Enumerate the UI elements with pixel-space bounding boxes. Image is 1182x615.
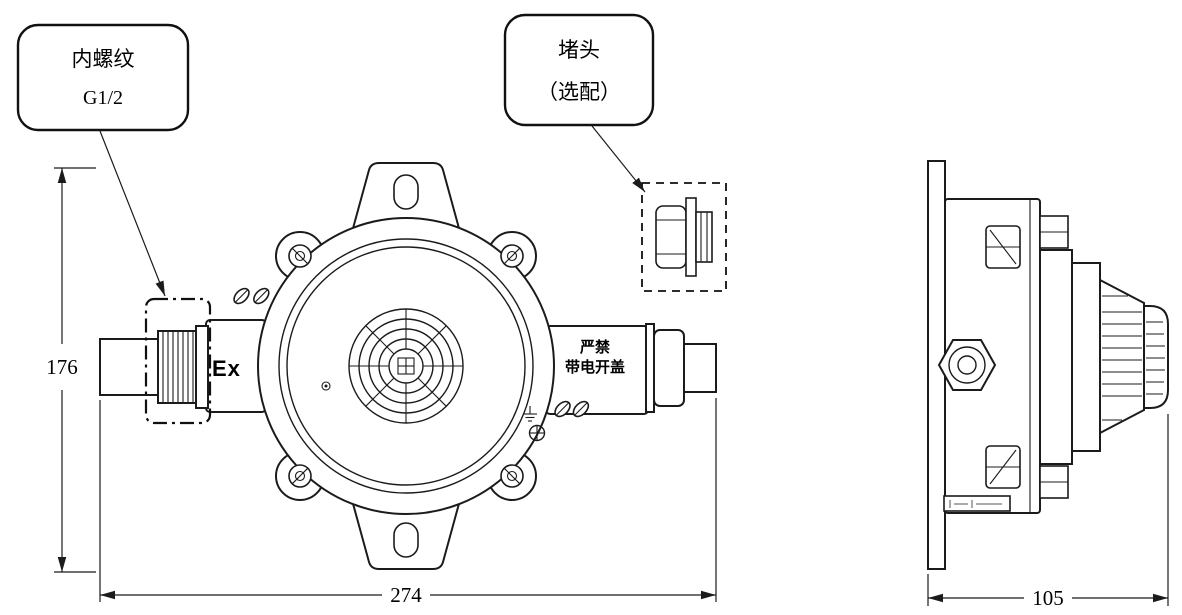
flange-screws-bottom-right: [554, 400, 590, 418]
warning-line1: 严禁: [579, 338, 610, 356]
warning-line2: 带电开盖: [565, 358, 625, 376]
side-view: [927, 160, 1169, 570]
callout-thread-spec: G1/2: [83, 87, 123, 109]
side-clamp-bottom: [1039, 465, 1069, 499]
callout-thread-title: 内螺纹: [72, 48, 135, 71]
cover-bolts: [288, 244, 524, 488]
callout-plug: 堵头 （选配）: [503, 13, 655, 193]
flange-screws-top-left: [233, 287, 270, 305]
sensor-louvers: [1102, 295, 1165, 421]
dimension-depth: 105: [927, 414, 1169, 610]
pin-hole: [321, 381, 331, 391]
sensor-head: [1039, 249, 1169, 465]
dimension-depth-value: 105: [1032, 586, 1064, 610]
left-flange-ring: [195, 325, 209, 409]
side-boss-top: [985, 225, 1021, 269]
right-conduit-entry: [645, 323, 717, 413]
thread-detail-box: [144, 297, 212, 425]
ex-marking: Ex: [212, 356, 241, 381]
left-conduit-entry: [99, 325, 209, 409]
plug-stem: [695, 211, 713, 263]
side-boss-bottom: [985, 445, 1021, 489]
right-pipe: [683, 343, 717, 393]
plug-cap: [655, 205, 687, 269]
dimension-height: 176: [46, 167, 96, 573]
right-flange-ring: [645, 323, 655, 413]
ground-symbol: [523, 406, 546, 442]
sensor-tip: [1143, 305, 1169, 409]
optional-plug: [641, 182, 727, 292]
callout-plug-note: （选配）: [537, 81, 621, 104]
plug-flange: [685, 197, 697, 277]
side-entry-nut: [937, 339, 997, 391]
thread-hatch: [162, 331, 194, 403]
front-view: Ex 严禁 带电开盖: [99, 162, 717, 570]
cover-ring-outer: [278, 238, 534, 494]
callout-plug-title: 堵头: [558, 39, 600, 62]
top-tab-slot: [393, 174, 419, 210]
callout-thread: 内螺纹 G1/2: [16, 23, 190, 297]
sensor-step: [1071, 262, 1101, 452]
bolt-top-left: [288, 244, 312, 268]
cover-ring-inner: [286, 246, 526, 486]
side-clamp-top: [1039, 215, 1069, 249]
dimension-width: 274: [99, 398, 717, 607]
sensor-cone: [1099, 278, 1145, 435]
thread-coupling: [157, 330, 197, 404]
bolt-bottom-left: [288, 464, 312, 488]
callout-plug-box: [503, 13, 655, 127]
plug-detail-box: [641, 182, 727, 292]
bolt-bottom-right: [500, 464, 524, 488]
callout-thread-box: [16, 23, 190, 132]
right-coupling: [653, 329, 685, 407]
sounder-grille: [348, 308, 464, 424]
left-pipe: [99, 338, 159, 396]
callout-plug-leader: [591, 125, 646, 193]
dimension-height-value: 176: [46, 355, 78, 379]
bolt-top-right: [500, 244, 524, 268]
product-label: [943, 495, 1011, 512]
sensor-neck: [1039, 249, 1073, 465]
bottom-tab-slot: [393, 522, 419, 558]
callout-thread-leader: [99, 130, 166, 297]
dimension-width-value: 274: [390, 583, 422, 607]
